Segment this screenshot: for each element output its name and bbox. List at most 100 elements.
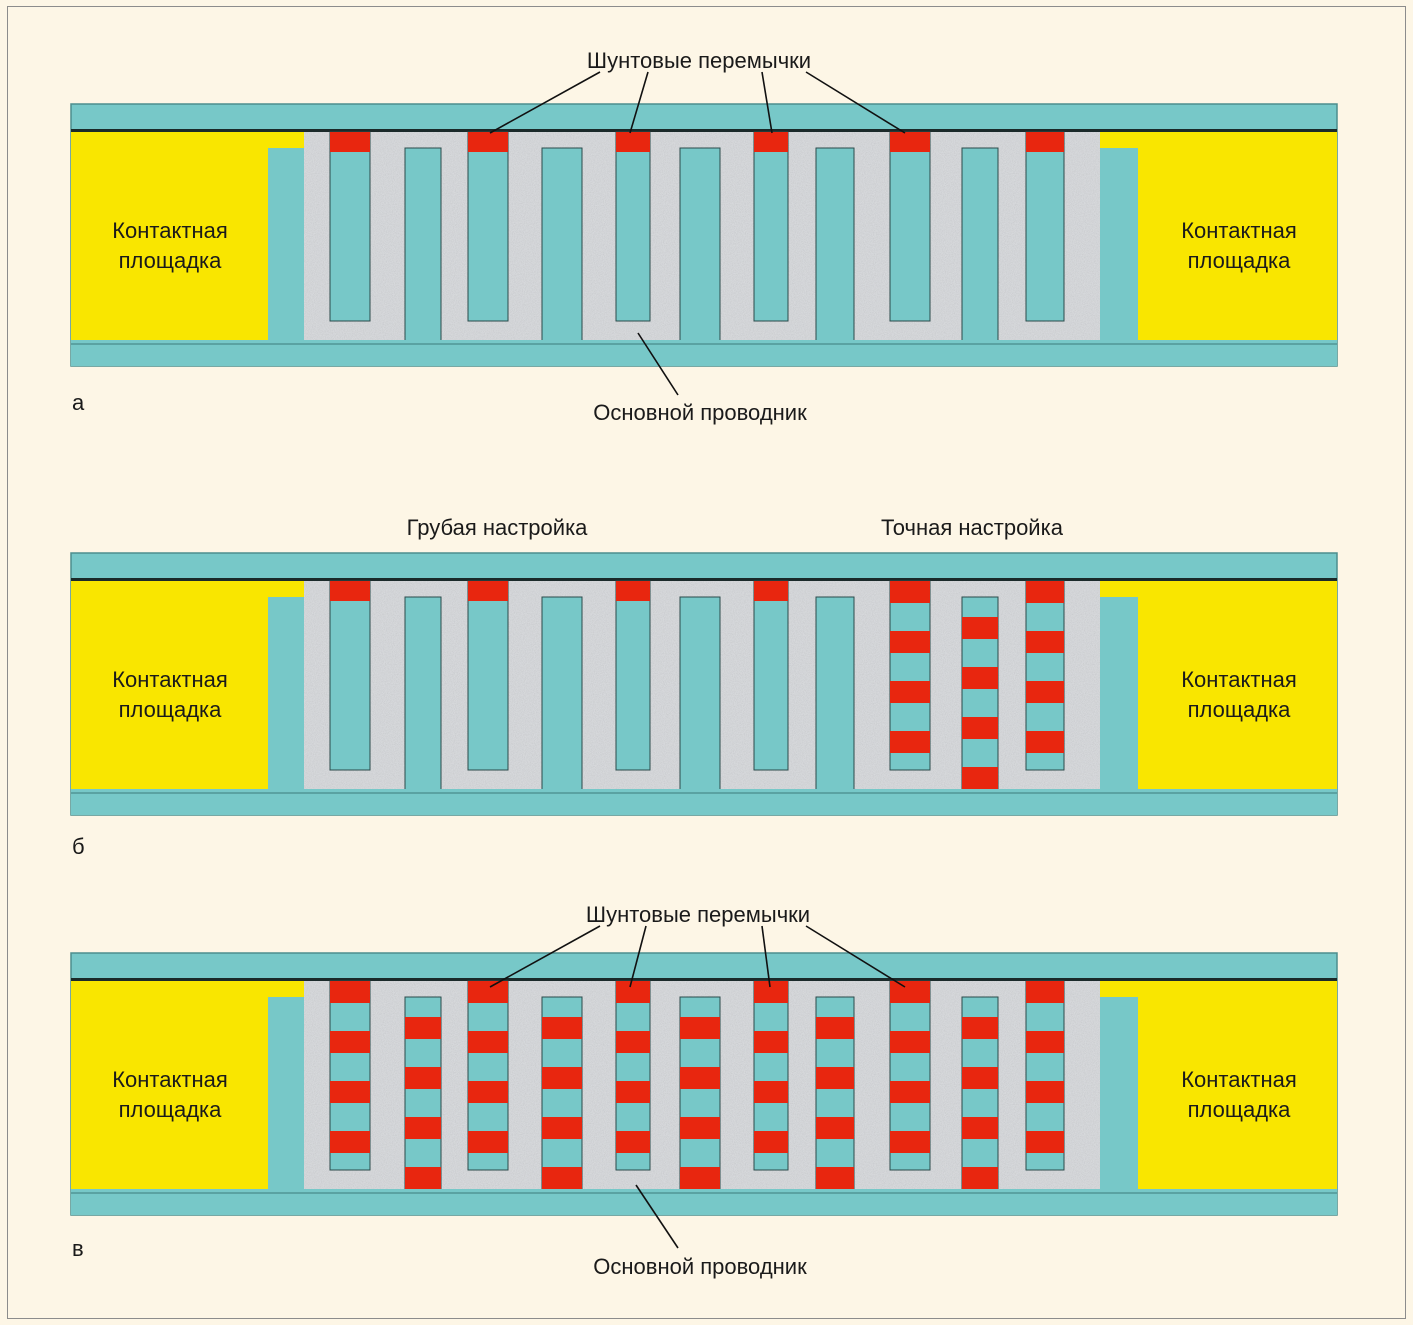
pad-ledge-right <box>1100 581 1138 597</box>
shunt-jumper <box>962 617 998 639</box>
shunt-jumper <box>616 581 650 601</box>
panel-letter-b: б <box>72 834 85 859</box>
shunt-jumper <box>542 1117 582 1139</box>
shunt-jumper <box>890 581 930 603</box>
shunt-jumper <box>616 1131 650 1153</box>
terminal-left <box>270 597 304 789</box>
shunt-jumper <box>468 581 508 601</box>
slot-finger <box>467 131 509 322</box>
valley-post <box>404 147 442 343</box>
shunt-jumper <box>1026 731 1064 753</box>
shunt-jumper <box>680 1167 720 1189</box>
slot-finger <box>615 580 651 771</box>
shunt-jumper <box>890 132 930 152</box>
pad-ledge-left <box>268 132 304 148</box>
shunt-leader-lines-v <box>489 925 906 988</box>
pad-ledge-right <box>1100 981 1138 997</box>
shunt-jumper <box>754 581 788 601</box>
slot-finger <box>1025 131 1065 322</box>
terminal-right <box>1100 597 1137 789</box>
shunt-jumper <box>1026 631 1064 653</box>
shunt-jumper <box>754 1031 788 1053</box>
shunt-jumper <box>330 981 370 1003</box>
valley-post <box>961 147 999 343</box>
shunt-jumper <box>962 1117 998 1139</box>
shunt-jumper <box>962 767 998 789</box>
contact-pad-left <box>71 581 268 789</box>
contact-pad-left <box>71 132 268 340</box>
contact-pad-right <box>1138 581 1337 789</box>
terminal-left <box>270 997 304 1189</box>
valley-post <box>815 596 855 792</box>
valley-post <box>404 596 442 792</box>
main-conductor-label-a: Основной проводник <box>593 400 807 425</box>
terminal-left <box>270 148 304 340</box>
shunt-jumper <box>890 731 930 753</box>
shunt-jumper <box>468 981 508 1003</box>
top-edge-line <box>71 578 1337 581</box>
shunt-jumper <box>754 981 788 1003</box>
shunt-jumper <box>1026 1081 1064 1103</box>
shunt-jumper <box>468 1081 508 1103</box>
slot-finger <box>329 131 371 322</box>
shunt-jumper <box>680 1117 720 1139</box>
shunt-jumper <box>616 132 650 152</box>
slot-finger <box>753 580 789 771</box>
shunt-jumper <box>1026 681 1064 703</box>
fine-adjust-label: Точная настройка <box>881 515 1064 540</box>
terminal-right <box>1100 148 1137 340</box>
shunt-jumpers-label-v: Шунтовые перемычки <box>586 902 810 927</box>
shunt-jumper <box>616 981 650 1003</box>
shunt-jumpers-label-a: Шунтовые перемычки <box>587 48 811 73</box>
shunt-jumper <box>405 1017 441 1039</box>
shunt-jumper <box>680 1067 720 1089</box>
valley-post <box>541 596 583 792</box>
contact-pad-right <box>1138 981 1337 1189</box>
shunt-jumper <box>890 1131 930 1153</box>
shunt-jumper <box>680 1017 720 1039</box>
shunt-jumper <box>405 1117 441 1139</box>
pad-ledge-left <box>268 581 304 597</box>
valley-post <box>541 147 583 343</box>
shunt-jumper <box>1026 981 1064 1003</box>
main-conductor-label-v: Основной проводник <box>593 1254 807 1279</box>
shunt-jumper <box>962 1067 998 1089</box>
shunt-jumper <box>542 1067 582 1089</box>
shunt-jumper <box>405 1167 441 1189</box>
shunt-jumper <box>890 981 930 1003</box>
top-edge-line <box>71 129 1337 132</box>
shunt-jumper <box>468 1031 508 1053</box>
slot-finger <box>329 580 371 771</box>
shunt-jumper <box>330 1081 370 1103</box>
shunt-jumper <box>962 717 998 739</box>
shunt-jumper <box>468 1131 508 1153</box>
shunt-jumper <box>468 132 508 152</box>
shunt-jumper <box>616 1081 650 1103</box>
shunt-jumper <box>330 132 370 152</box>
shunt-jumper <box>542 1167 582 1189</box>
shunt-jumper <box>1026 1131 1064 1153</box>
shunt-jumper <box>754 132 788 152</box>
shunt-jumper <box>816 1067 854 1089</box>
shunt-jumper <box>890 681 930 703</box>
top-edge-line <box>71 978 1337 981</box>
main-conductor-leader-a <box>637 332 679 396</box>
contact-pad-right <box>1138 132 1337 340</box>
shunt-jumper <box>962 1017 998 1039</box>
shunt-jumper <box>816 1117 854 1139</box>
shunt-leader-lines-a <box>489 71 906 134</box>
terminal-right <box>1100 997 1137 1189</box>
coarse-adjust-label: Грубая настройка <box>407 515 589 540</box>
shunt-jumper <box>330 1031 370 1053</box>
shunt-jumper <box>1026 1031 1064 1053</box>
